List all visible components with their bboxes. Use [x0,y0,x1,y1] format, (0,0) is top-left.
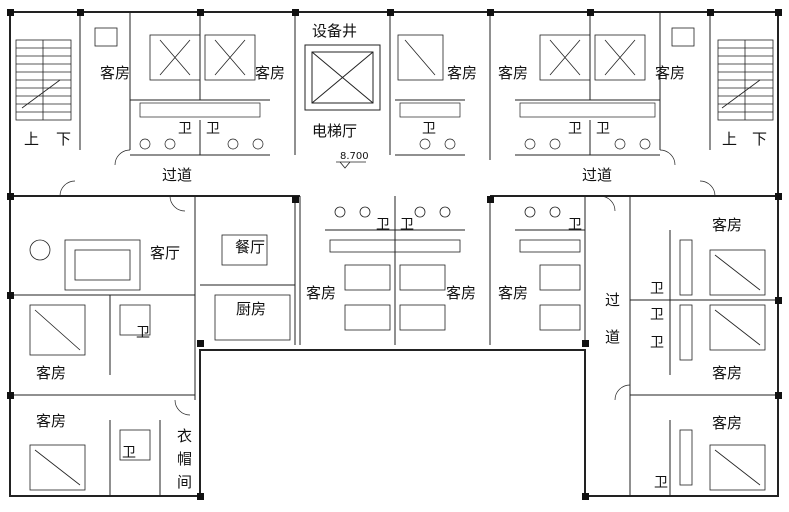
fixtures-top [139,102,656,150]
label-stair-up-left: 上 [24,130,40,148]
label-corridor-right: 过道 [582,166,613,184]
label-corridor-vertical: 过道 [603,292,621,366]
label-toilet-right-4: 卫 [654,475,668,491]
right-wing-walls [629,196,778,496]
label-toilet-top-5: 卫 [596,121,610,137]
stair-left [15,39,72,121]
exterior-walls [9,11,779,497]
label-top-room-4: 客房 [498,64,529,82]
label-corridor-left: 过道 [162,166,193,184]
middle-left-walls [10,196,296,496]
top-wing-walls [79,12,711,160]
label-left-room-1: 客房 [36,364,67,382]
label-left-room-2: 客房 [36,412,67,430]
label-toilet-right-3: 卫 [650,335,664,351]
label-kitchen: 厨房 [236,300,267,318]
label-stair-up-right: 上 [722,130,738,148]
beds-top [94,27,695,81]
label-right-room-1: 客房 [712,216,743,234]
label-toilet-top-3: 卫 [422,121,436,137]
label-toilet-mid-2: 卫 [400,217,414,233]
middle-rooms [299,196,586,345]
label-top-room-2: 客房 [255,64,286,82]
label-top-room-5: 客房 [655,64,686,82]
stair-right [717,39,774,121]
label-toilet-right-2: 卫 [650,307,664,323]
label-toilet-left-2: 卫 [122,445,136,461]
label-toilet-mid-1: 卫 [376,217,390,233]
label-right-room-2: 客房 [712,364,743,382]
right-wing-beds [679,239,766,491]
label-mid-room-2: 客房 [446,284,477,302]
label-toilet-top-4: 卫 [568,121,582,137]
label-mid-room-3: 客房 [498,284,529,302]
living-furniture [29,234,291,491]
elevator-shaft [304,44,381,111]
label-elevation: 8.700 [340,151,369,162]
elevation-marker [336,161,366,169]
label-equipment-shaft: 设备井 [312,22,358,40]
label-living-room: 客厅 [150,244,181,262]
door-swings [59,149,716,416]
label-elevator-hall: 电梯厅 [312,122,358,140]
label-cloakroom: 衣帽间 [175,428,193,497]
label-toilet-top-2: 卫 [206,121,220,137]
label-dining-room: 餐厅 [235,238,266,256]
label-right-room-3: 客房 [712,414,743,432]
label-stair-down-right: 下 [752,130,768,148]
label-toilet-right-1: 卫 [650,281,664,297]
middle-beds [329,206,581,331]
columns [7,9,782,500]
label-toilet-top-1: 卫 [178,121,192,137]
label-toilet-left-1: 卫 [136,325,150,341]
label-toilet-mid-3: 卫 [568,217,582,233]
label-stair-down-left: 下 [56,130,72,148]
label-mid-room-1: 客房 [306,284,337,302]
label-top-room-1: 客房 [100,64,131,82]
label-top-room-3: 客房 [447,64,478,82]
